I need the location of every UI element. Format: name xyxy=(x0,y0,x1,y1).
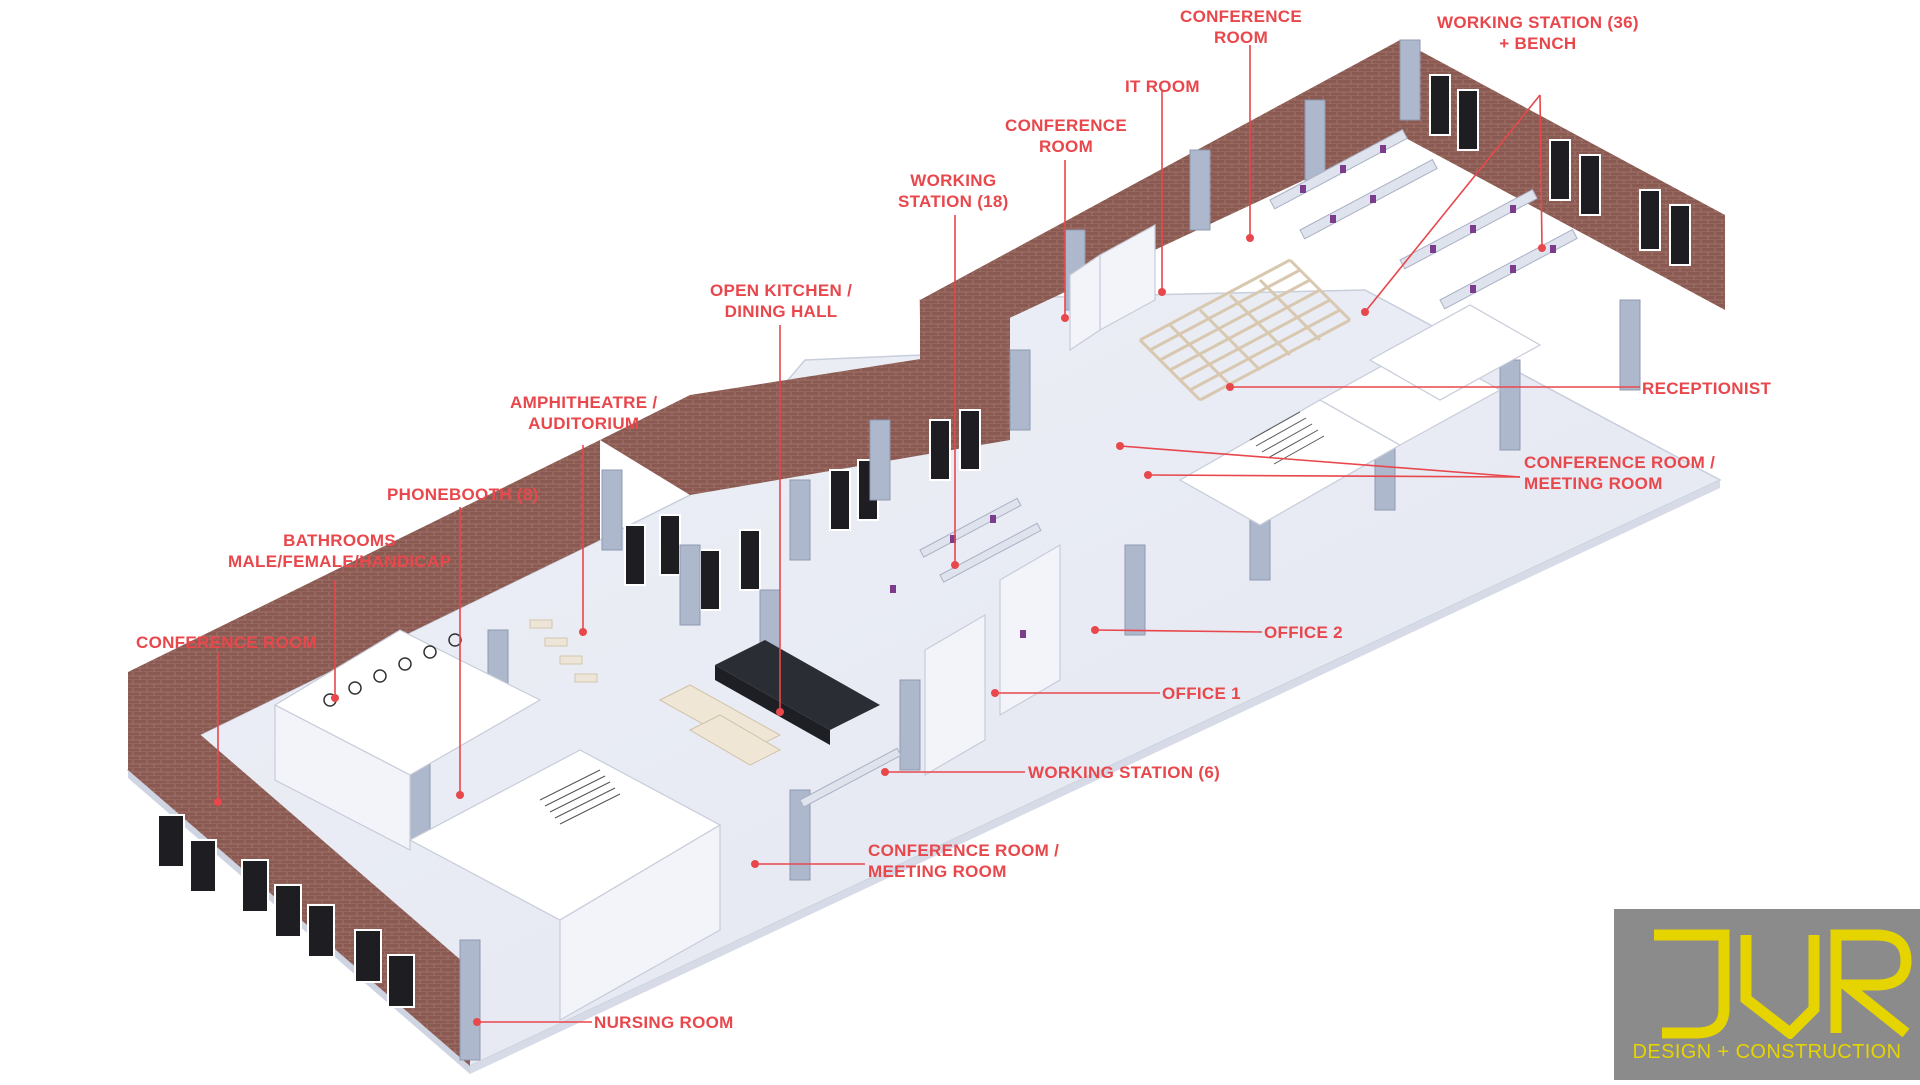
jvr-logo: DESIGN + CONSTRUCTION xyxy=(1614,909,1920,1080)
monitors xyxy=(890,145,1556,638)
label-office-1: OFFICE 1 xyxy=(1162,684,1241,703)
windows-back xyxy=(624,74,1691,611)
label-office-2: OFFICE 2 xyxy=(1264,623,1343,642)
label-amphitheatre: AMPHITHEATRE / AUDITORIUM xyxy=(510,393,658,433)
brick-wall-back-1 xyxy=(128,440,600,770)
label-working-station-36: WORKING STATION (36) + BENCH xyxy=(1437,13,1639,53)
kitchen-island xyxy=(715,640,880,730)
leader-lines xyxy=(217,45,1640,1023)
label-conference-room-mid: CONFERENCE ROOM xyxy=(1005,116,1128,156)
amphitheatre-steps xyxy=(529,619,598,683)
brick-wall-back-5 xyxy=(920,40,1400,360)
brick-wall-back-3 xyxy=(690,345,1010,495)
label-meeting-room-bottom: CONFERENCE ROOM / MEETING ROOM xyxy=(868,841,1060,881)
label-open-kitchen: OPEN KITCHEN / DINING HALL xyxy=(710,281,853,321)
label-it-room: IT ROOM xyxy=(1125,77,1200,96)
jvr-logo-mark xyxy=(1654,929,1912,1039)
label-working-station-18: WORKING STATION (18) xyxy=(898,171,1009,211)
label-receptionist: RECEPTIONIST xyxy=(1642,379,1772,398)
label-bathrooms: BATHROOMS MALE/FEMALE/HANDICAP xyxy=(228,531,452,571)
logo-subtitle: DESIGN + CONSTRUCTION xyxy=(1632,1041,1902,1063)
label-nursing-room: NURSING ROOM xyxy=(594,1013,734,1032)
stairs xyxy=(539,411,1325,825)
label-conference-room-top: CONFERENCE ROOM xyxy=(1180,7,1303,47)
label-conference-room-left: CONFERENCE ROOM xyxy=(136,633,318,652)
pergola xyxy=(1138,258,1352,402)
brick-wall-left-end xyxy=(128,672,470,1066)
slab-edge-front xyxy=(470,480,1720,1074)
dining-tables xyxy=(658,684,782,766)
windows-front-left xyxy=(157,814,415,1008)
brick-wall-back-2 xyxy=(600,395,690,495)
label-working-station-6: WORKING STATION (6) xyxy=(1028,763,1221,782)
leader-dots xyxy=(214,234,1546,1026)
interior-rooms xyxy=(273,223,1542,1022)
label-phonebooth: PHONEBOOTH (8) xyxy=(387,485,539,504)
label-meeting-room-right: CONFERENCE ROOM / MEETING ROOM xyxy=(1524,453,1716,493)
